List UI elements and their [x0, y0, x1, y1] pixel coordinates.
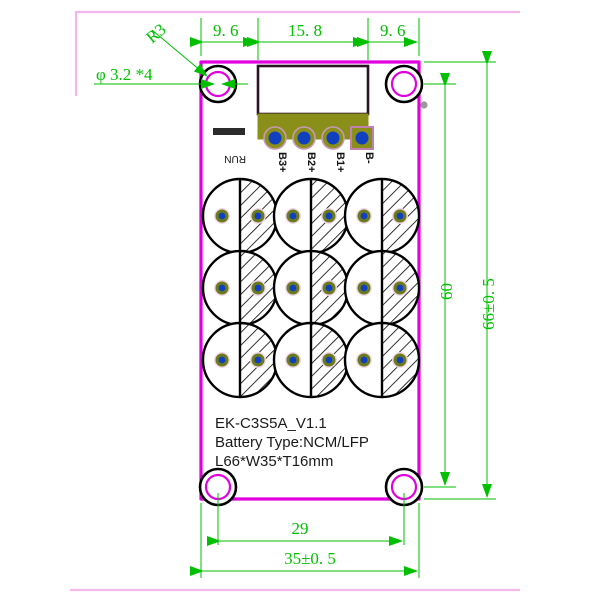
sheet-frame [70, 10, 520, 592]
dim-bottom-inner-label: 29 [292, 519, 309, 538]
dim-bottom-outer-label: 35±0. 5 [284, 549, 336, 568]
corner-radius-label: R3 [142, 20, 169, 47]
cell-holder [272, 177, 350, 255]
connector-pad-b3plus [263, 126, 287, 150]
corner-radius-callout [151, 29, 208, 77]
hole-diameter-label: φ 3.2 *4 [96, 65, 153, 84]
cell-holder [201, 249, 279, 327]
bottom-dimension-chain [190, 493, 420, 578]
dim-top-right-label: 9. 6 [380, 21, 406, 40]
top-dimension-chain [190, 18, 420, 60]
connector-pad-label-b3plus: B3+ [276, 152, 288, 173]
cell-holder [343, 321, 421, 399]
connector-pad-b2plus [292, 126, 316, 150]
dim-right-outer-label: 66±0. 5 [479, 278, 498, 330]
cell-holder-array [201, 177, 421, 399]
cell-holder [272, 249, 350, 327]
board-marker-dot [420, 101, 428, 109]
silkscreen-line-model: EK-C3S5A_V1.1 [215, 415, 327, 432]
cell-holder [343, 177, 421, 255]
cell-holder [201, 177, 279, 255]
connector-pad-label-bminus: B- [363, 152, 375, 164]
silkscreen-line-battery-type: Battery Type:NCM/LFP [215, 434, 369, 451]
right-dimension-chain [424, 51, 496, 500]
connector-pad-label-b1plus: B1+ [334, 152, 346, 173]
mounting-hole-top-right [384, 64, 424, 104]
connector-pad-b1plus [321, 126, 345, 150]
silkscreen-text-block: EK-C3S5A_V1.1 Battery Type:NCM/LFP L66*W… [215, 415, 369, 470]
battery-connector: B3+ B2+ B1+ B- [256, 64, 375, 173]
cell-holder [343, 249, 421, 327]
dim-top-center-label: 15. 8 [288, 21, 322, 40]
cell-holder [201, 321, 279, 399]
cell-holder [272, 321, 350, 399]
connector-pad-label-b2plus: B2+ [305, 152, 317, 173]
run-indicator: RUN [213, 128, 246, 164]
dim-top-left-label: 9. 6 [213, 21, 239, 40]
connector-pad-bminus [350, 126, 374, 150]
run-indicator-label: RUN [224, 153, 246, 164]
dim-right-inner-label: 60 [437, 283, 456, 300]
silkscreen-line-size: L66*W35*T16mm [215, 453, 333, 470]
